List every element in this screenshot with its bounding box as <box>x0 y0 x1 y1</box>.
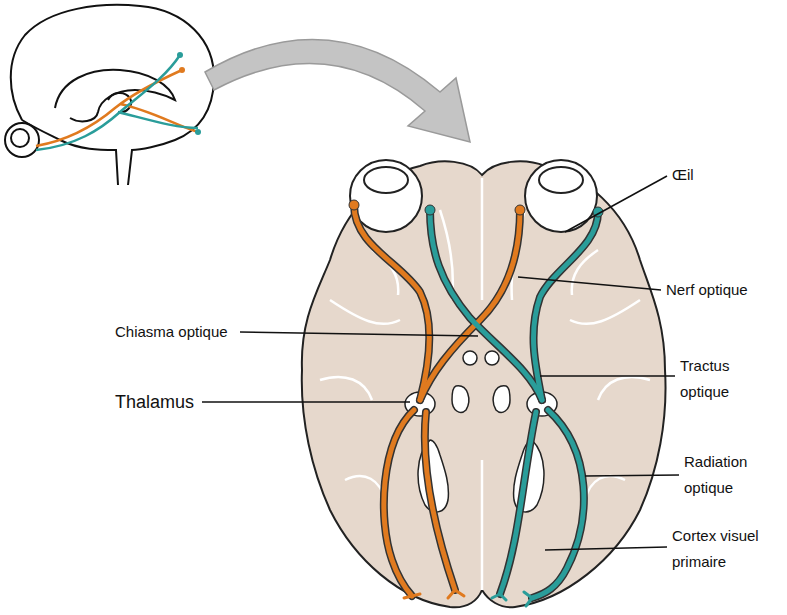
structure-label: Tractus optique <box>680 353 756 405</box>
fiber-orange-part <box>425 412 455 590</box>
inset-fibers-part <box>36 70 198 146</box>
brain-structures-part <box>485 351 499 365</box>
fiber-outline-part <box>384 410 414 596</box>
fiber-teal-part <box>500 412 536 594</box>
leader-lines-part <box>540 375 675 377</box>
structure-label: Chiasma optique <box>115 323 228 341</box>
fiber-orange-part <box>354 205 429 400</box>
inset-fibers-part <box>179 67 185 73</box>
brain-gyri-part <box>481 178 484 300</box>
fiber-outline-part <box>532 410 584 598</box>
sagittal-brain-inset-part <box>11 129 29 147</box>
eyes-part <box>364 167 408 193</box>
sagittal-brain-inset-part <box>5 123 39 157</box>
retina-dots-part <box>425 205 435 215</box>
fiber-teal-part <box>534 212 598 400</box>
sagittal-brain-inset <box>5 5 214 185</box>
brain-gyri-part <box>585 476 625 500</box>
structure-label: Nerf optique <box>666 281 748 299</box>
inset-fibers <box>36 52 201 150</box>
fiber-outline-part <box>425 412 455 590</box>
retina-dots <box>349 200 603 217</box>
sagittal-brain-inset-part <box>11 5 214 185</box>
brain-gyri-part <box>598 377 650 400</box>
structure-label: Cortex visuel primaire <box>672 523 778 575</box>
fiber-outline-part <box>534 212 598 400</box>
fiber-teal-part <box>532 410 584 598</box>
structure-label: Œil <box>672 166 694 184</box>
brain-gyri-part <box>345 476 385 500</box>
sagittal-brain-inset-part <box>55 70 175 122</box>
fiber-outline-part <box>354 205 429 400</box>
fiber-outline-part <box>430 210 542 400</box>
brain-gyri-part <box>320 377 372 400</box>
brain-structures-part <box>463 351 477 365</box>
leader-lines-part <box>240 332 478 336</box>
inset-fibers-part <box>195 129 201 135</box>
fiber-orange-part <box>384 410 414 596</box>
brain-structures-part <box>452 386 469 413</box>
inset-fibers-part <box>36 55 198 150</box>
eyes <box>350 160 597 232</box>
leader-lines-part <box>585 475 679 476</box>
fiber-orange-part <box>404 590 464 598</box>
eyes-part <box>539 167 583 193</box>
brain-gyri-part <box>330 300 400 324</box>
inset-fibers-part <box>177 52 183 58</box>
fiber-teal-part <box>430 210 542 400</box>
leader-lines-part <box>518 277 661 290</box>
brain-gyri-part <box>570 300 640 324</box>
structure-label: Thalamus <box>115 391 194 413</box>
fiber-teal <box>430 210 598 606</box>
fiber-orange-part <box>420 210 520 400</box>
leader-lines-part <box>545 547 667 550</box>
brain-structures-part <box>493 386 510 413</box>
retina-dots-part <box>515 205 525 215</box>
curved-arrow <box>205 39 470 142</box>
fiber-outline-part <box>500 412 536 594</box>
leader-lines <box>202 176 679 550</box>
brain-gyri <box>320 178 650 590</box>
leader-lines-part <box>565 176 667 232</box>
brain-gyri-part <box>481 460 484 590</box>
fiber-teal-part <box>492 592 532 606</box>
structure-label: Radiation optique <box>684 449 770 501</box>
leader-lines-part <box>202 401 410 403</box>
retina-dots-part <box>349 200 359 210</box>
fiber-outline-part <box>420 210 520 400</box>
brain-inferior-view <box>302 161 666 607</box>
